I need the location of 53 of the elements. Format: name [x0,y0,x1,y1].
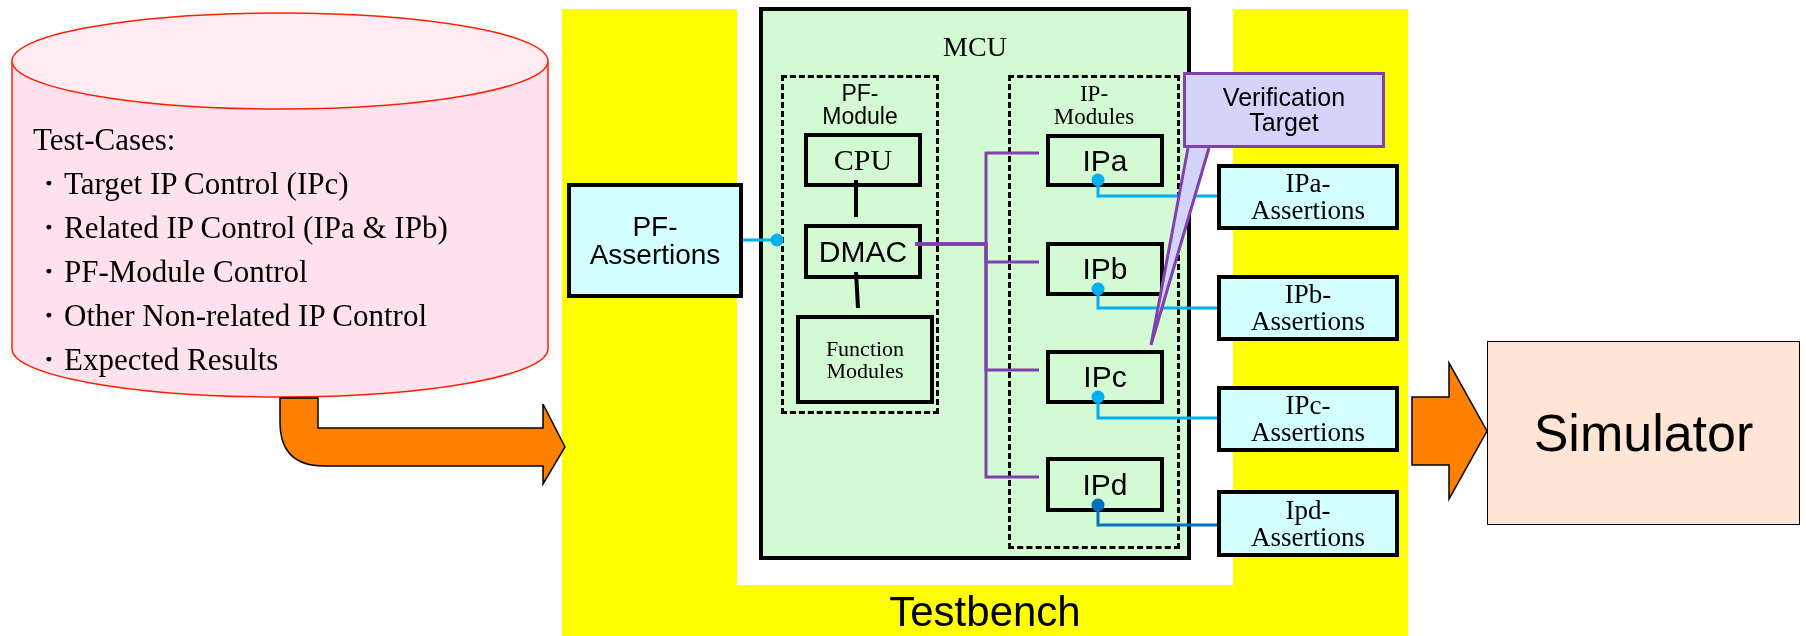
list-item: ・Other Non-related IP Control [33,297,427,335]
ip-box [1046,134,1164,187]
list-heading: Test-Cases: [33,121,176,159]
node-label: IPb- Assertions [1250,281,1366,335]
simulator-box [1487,341,1800,525]
database-cylinder [11,12,549,398]
node-label: IPc [1082,362,1128,392]
callout-pointer [1149,146,1211,347]
node-label: Simulator [1532,407,1755,459]
list-item: ・Target IP Control (IPc) [33,165,349,203]
ip-box [1046,242,1164,296]
node-label: Ipd- Assertions [1250,496,1366,551]
node-label: Verification Target [1221,85,1347,135]
node-label: PF- Assertions [588,212,722,269]
connector-line [854,180,858,217]
node-label: IPa [1081,145,1129,176]
list-item: ・Related IP Control (IPa & IPb) [33,209,448,247]
module-group [781,75,939,414]
connector-line [1091,173,1217,198]
node-label: Function Modules [824,337,906,382]
node-label: IPc- Assertions [1250,392,1366,446]
block-arrow [279,397,566,485]
module-box [796,315,934,404]
node-label: CPU [832,145,894,175]
module-box [804,224,922,279]
connector-line [1091,390,1217,420]
node-label: IPa- Assertions [1250,170,1366,224]
group-label: IP- Modules [1053,82,1135,128]
mcu-block [759,7,1191,560]
connector-line [1091,282,1217,310]
module-group [1008,75,1180,549]
assertion-box [1217,386,1399,452]
connector-line [1091,498,1217,527]
ip-box [1046,350,1164,404]
list-item: ・PF-Module Control [33,253,308,291]
block-arrow [1411,360,1488,502]
list-item: ・Expected Results [33,341,279,379]
node-label: IPd [1081,469,1129,500]
connector-line [743,233,784,247]
assertion-box [1217,490,1399,557]
group-label: PF- Module [822,82,898,128]
module-box [804,133,922,187]
node-label: IPb [1081,254,1129,284]
group-label: MCU [943,33,1007,61]
assertion-box [1217,164,1399,230]
callout-box [1183,72,1385,148]
area-label: Testbench [888,591,1082,633]
assertion-box [567,183,743,298]
connector-line [854,271,860,309]
connector-line [915,242,1039,479]
ip-box [1046,457,1164,512]
node-label: DMAC [817,236,909,267]
assertion-box [1217,275,1399,341]
